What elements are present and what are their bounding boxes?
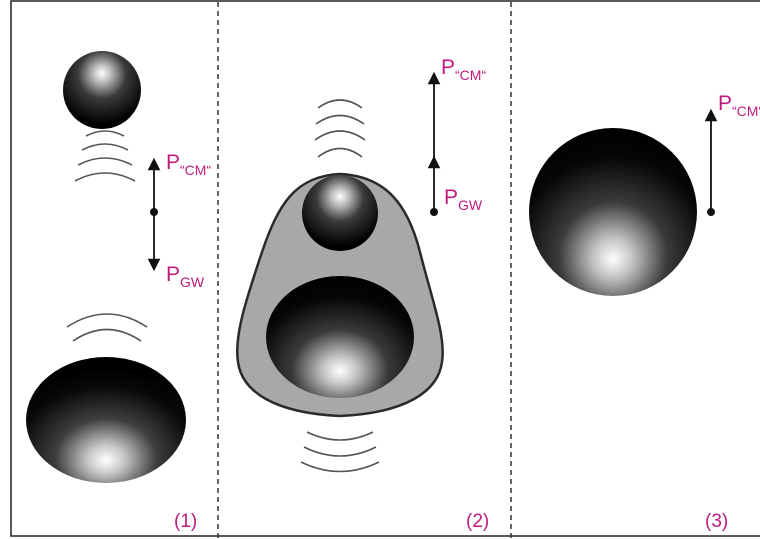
- gravitational-wave-ripples-upper: [74, 130, 136, 182]
- momentum-arrow-panel-3: [704, 108, 718, 216]
- label-p-gw-panel-1: PGW: [166, 263, 205, 290]
- final-black-hole-sphere: [529, 128, 697, 296]
- panel-1: P“CM“ PGW (1): [26, 51, 211, 532]
- gravitational-wave-ripples-top: [314, 99, 366, 158]
- large-black-hole-merging: [266, 276, 414, 398]
- small-black-hole-merging: [302, 175, 378, 251]
- panel-3: P“CM“ (3): [529, 92, 760, 532]
- momentum-arrows-panel-2: [427, 71, 441, 216]
- large-black-hole-sphere: [26, 357, 186, 483]
- figure-frame: [10, 0, 760, 537]
- gravitational-wave-ripples-lower: [66, 313, 148, 342]
- panel-number-3: (3): [705, 511, 728, 532]
- gravitational-wave-ripples-bottom: [300, 431, 380, 473]
- momentum-arrows-panel-1: [147, 157, 161, 272]
- panel-number-1: (1): [174, 511, 197, 532]
- panel-2: P“CM“ PGW (2): [236, 56, 489, 532]
- small-black-hole-sphere: [63, 51, 141, 129]
- label-p-cm-panel-2: P“CM“: [441, 56, 486, 83]
- panel-number-2: (2): [466, 511, 489, 532]
- label-p-gw-panel-2: PGW: [444, 186, 483, 213]
- label-p-cm-panel-1: P“CM“: [166, 151, 211, 178]
- label-p-cm-panel-3: P“CM“: [718, 92, 760, 119]
